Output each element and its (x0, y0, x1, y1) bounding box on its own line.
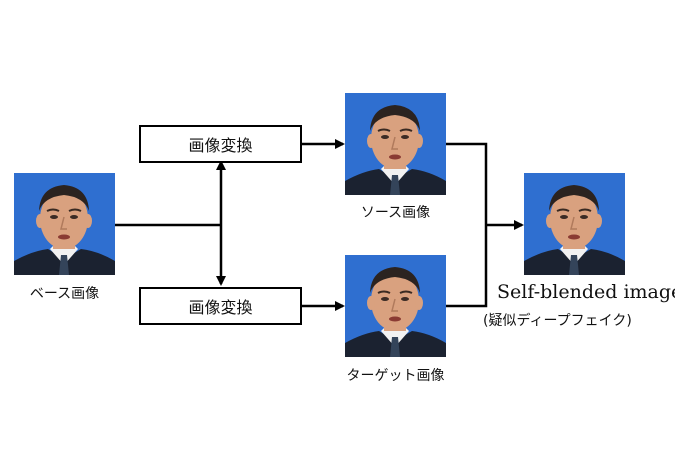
right-brow (399, 128, 413, 132)
tie (390, 337, 400, 357)
target-face-image (345, 255, 446, 357)
nose (391, 136, 398, 150)
hair (370, 267, 420, 293)
source-face-image (345, 93, 446, 195)
nose (570, 216, 577, 230)
left-eye (381, 135, 389, 139)
hair (39, 185, 89, 211)
right-ear (415, 296, 423, 310)
left-ear (546, 214, 554, 228)
transform-box-top: 画像変換 (139, 125, 302, 163)
tie (569, 255, 579, 275)
mouth (389, 154, 401, 160)
target-label: ターゲット画像 (346, 368, 445, 384)
transform-box-top-label: 画像変換 (188, 136, 253, 155)
left-eye (50, 215, 58, 219)
left-eye (381, 297, 389, 301)
tie (390, 175, 400, 195)
nose (60, 216, 67, 230)
base-label: ベース画像 (29, 286, 100, 302)
right-brow (399, 290, 413, 294)
left-ear (367, 296, 375, 310)
left-brow (556, 208, 570, 212)
tie (59, 255, 69, 275)
right-eye (401, 135, 409, 139)
right-eye (580, 215, 588, 219)
left-brow (377, 128, 391, 132)
nose (391, 298, 398, 312)
source-label: ソース画像 (360, 205, 431, 221)
right-ear (415, 134, 423, 148)
right-eye (70, 215, 78, 219)
right-ear (594, 214, 602, 228)
left-ear (367, 134, 375, 148)
mouth (58, 234, 70, 240)
result-subtitle: (疑似ディープフェイク) (483, 313, 632, 329)
mouth (568, 234, 580, 240)
base-face-image (14, 173, 115, 275)
mouth (389, 316, 401, 322)
left-eye (560, 215, 568, 219)
hair (549, 185, 599, 211)
right-eye (401, 297, 409, 301)
hair (370, 105, 420, 131)
transform-box-bottom: 画像変換 (139, 287, 302, 325)
left-brow (377, 290, 391, 294)
right-ear (84, 214, 92, 228)
right-brow (68, 208, 82, 212)
transform-box-bottom-label: 画像変換 (188, 298, 253, 317)
left-brow (46, 208, 60, 212)
result-face-image (524, 173, 625, 275)
result-title: Self-blended image (497, 281, 675, 303)
right-brow (578, 208, 592, 212)
left-ear (36, 214, 44, 228)
source-merge-line (446, 142, 488, 225)
target-merge-line (446, 225, 488, 308)
